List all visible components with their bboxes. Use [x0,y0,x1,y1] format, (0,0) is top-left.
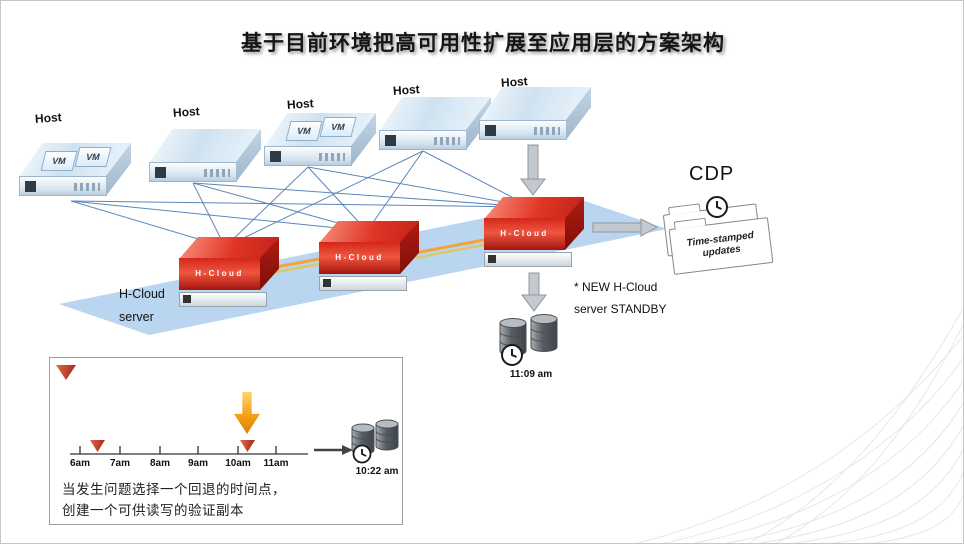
host-label: Host [392,82,421,98]
host-front-face [149,162,237,182]
tick-label: 7am [109,458,130,469]
standby-note: * NEW H-Cloud server STANDBY [574,276,666,320]
host-to-server-arrow-icon [520,144,546,196]
drive-slots-icon [534,127,560,135]
vm-box: VM [40,151,78,171]
timeline-caption-line2: 创建一个可供读写的验证副本 [62,503,244,518]
server-front-label: H-Cloud [179,258,260,290]
rollback-timeline-panel: 6am 7am 8am 9am 10am 11am 10:22 a [49,357,403,525]
verify-copy-time-label: 10:22 am [355,466,399,477]
hcloud-caption-line2: server [119,310,154,324]
drive-slots-icon [319,153,345,161]
hcloud-caption-line1: H-Cloud [119,287,165,301]
hcloud-server-2: H-Cloud [319,221,419,295]
tick-label: 8am [149,458,170,469]
host-server-4 [379,97,491,153]
host-front-face [479,120,567,140]
hcloud-server-3-standby: H-Cloud [484,197,584,271]
server-to-cdp-arrow-icon [592,218,659,237]
tick-label: 9am [187,458,208,469]
disk-cylinder-right [375,419,399,451]
server-chassis [484,252,572,267]
server-to-disk-arrow-icon [521,272,547,312]
vent-icon [155,167,166,178]
tick-label: 10am [225,458,251,469]
standby-note-line2: server STANDBY [574,302,667,316]
host-front-face [264,146,352,166]
hcloud-server-1: H-Cloud [179,237,279,311]
tick-label: 11am [263,458,289,469]
disk-cylinder-left [499,318,527,356]
vent-icon [323,279,331,287]
host-server-1: VM VM [19,143,131,199]
clock-icon [706,196,728,218]
host-server-3: VM VM [264,113,376,169]
host-front-face [379,130,467,150]
host-server-2 [149,129,261,185]
vent-icon [25,181,36,192]
backup-disk-stack-icon [499,314,558,366]
tick-label: 6am [69,458,90,469]
drive-slots-icon [74,183,100,191]
diagram-title: 基于目前环境把高可用性扩展至应用层的方案架构 [241,32,725,55]
standby-note-line1: * NEW H-Cloud [574,280,658,294]
vent-icon [270,151,281,162]
folder-front-icon: Time-stamped updates [668,217,774,275]
vent-icon [485,125,496,136]
vent-icon [488,255,496,263]
hcloud-server-caption: H-Cloud server [119,283,165,329]
server-front-label: H-Cloud [319,242,400,274]
server-chassis [319,276,407,291]
host-label: Host [286,96,315,112]
vm-box: VM [74,147,112,167]
marker-triangle-icon [56,365,76,380]
server-chassis [179,292,267,307]
drive-slots-icon [434,137,460,145]
host-server-5 [479,87,591,143]
server-front-label: H-Cloud [484,218,565,250]
disk-cylinder-left [351,423,375,455]
host-label: Host [34,110,63,126]
vm-box: VM [319,117,357,137]
host-label: Host [500,74,529,90]
cdp-folders: Time-stamped updates [657,195,779,277]
clock-icon [352,444,372,464]
to-disk-arrow-icon [314,445,353,455]
rollback-point-arrow-icon [234,392,260,434]
vent-icon [385,135,396,146]
verify-copy-disk-stack-icon [351,419,399,464]
cdp-label: CDP [689,163,735,185]
disk-cylinder-right [530,314,558,352]
drive-slots-icon [204,169,230,177]
vent-icon [183,295,191,303]
backup-time-label: 11:09 am [509,369,553,380]
host-front-face [19,176,107,196]
timeline-marker-icon [240,440,255,452]
timeline-caption-line1: 当发生问题选择一个回退的时间点， [62,482,286,497]
vm-box: VM [285,121,323,141]
host-label: Host [172,104,201,120]
clock-icon [501,344,523,366]
decor-swirls [635,307,963,543]
timeline-marker-icon [90,440,105,452]
